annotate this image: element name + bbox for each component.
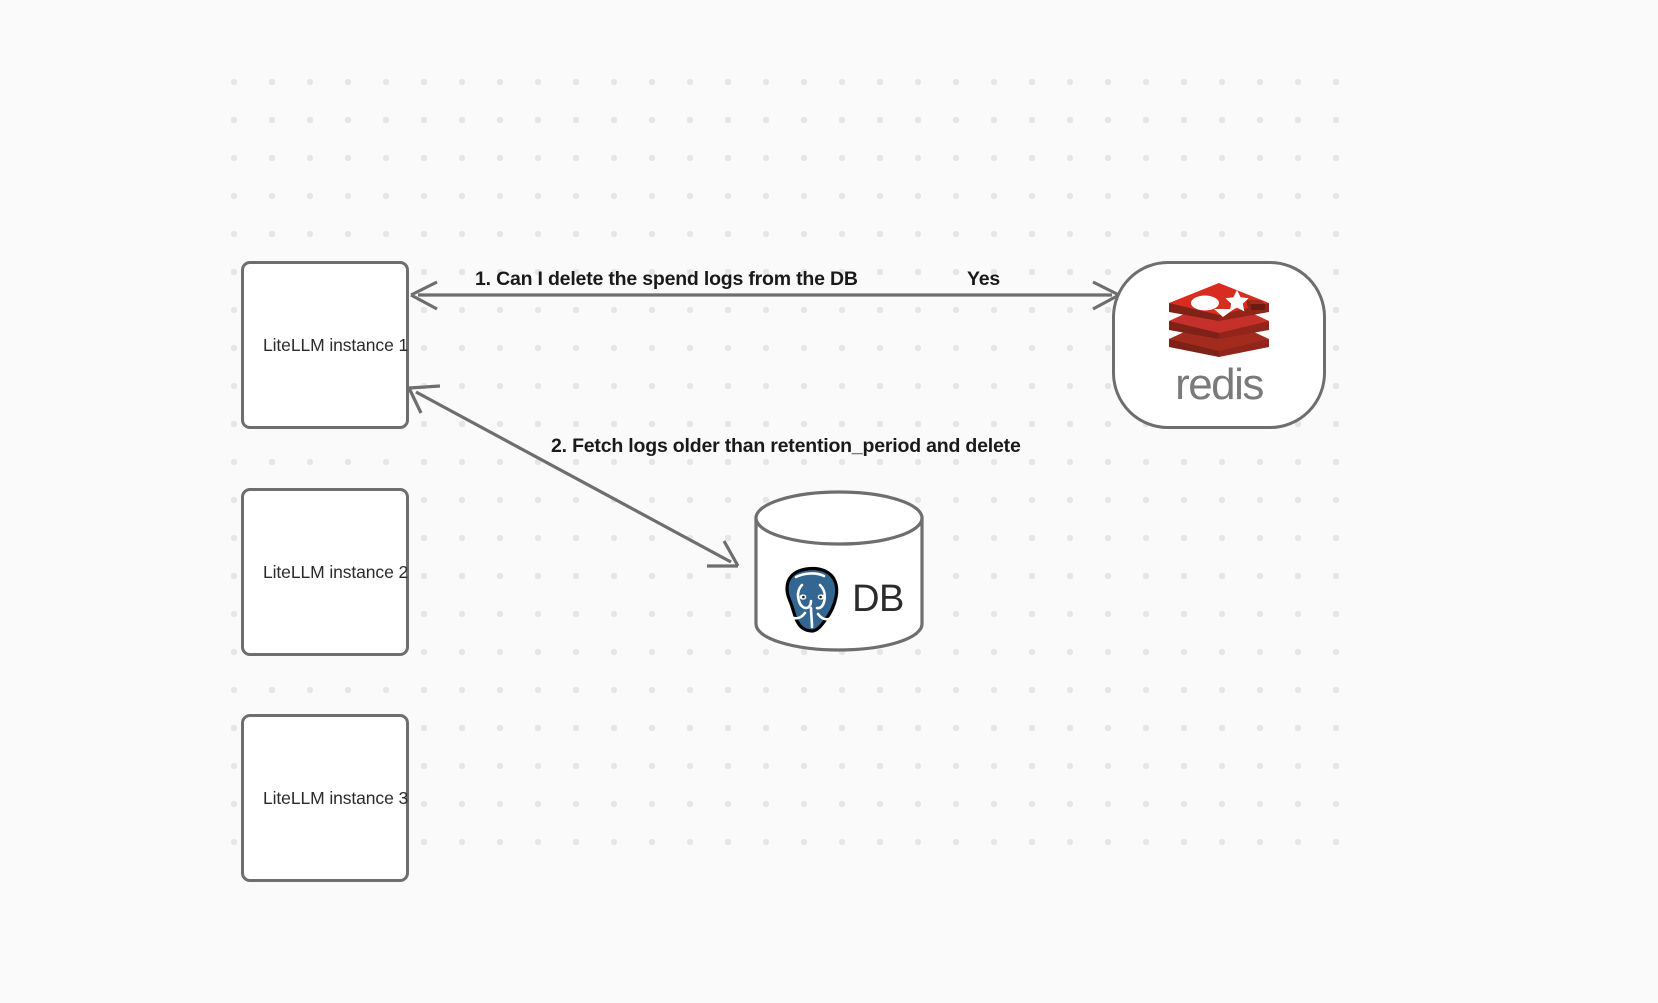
node-label: LiteLLM instance 3: [263, 787, 409, 808]
node-redis[interactable]: redis: [1112, 261, 1326, 429]
edge-label-2: 2. Fetch logs older than retention_perio…: [551, 435, 1021, 457]
node-litellm-instance-1[interactable]: LiteLLM instance 1: [241, 261, 409, 429]
node-label: LiteLLM instance 2: [263, 561, 409, 582]
edge-litellm1-db: [407, 384, 740, 568]
edge-label-1: 1. Can I delete the spend logs from the …: [475, 268, 858, 290]
node-litellm-instance-3[interactable]: LiteLLM instance 3: [241, 714, 409, 882]
redis-logo-icon: [1165, 283, 1273, 361]
node-label: LiteLLM instance 1: [263, 334, 409, 355]
edge-label-1-reply: Yes: [967, 268, 1001, 290]
node-db-cylinder[interactable]: DB: [753, 490, 925, 652]
node-label: redis: [1175, 360, 1264, 409]
postgresql-elephant-icon: [774, 561, 850, 637]
node-litellm-instance-2[interactable]: LiteLLM instance 2: [241, 488, 409, 656]
node-label: DB: [852, 578, 904, 620]
